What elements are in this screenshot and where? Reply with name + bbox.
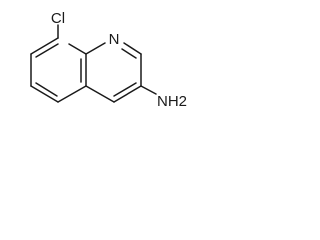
bond-n1-c2 [123, 42, 142, 55]
ring-nitrogen-label: N [109, 31, 120, 48]
bond-c3-c4-inner [113, 82, 137, 97]
bond-c8-c8a [68, 43, 87, 55]
bond-c5-c6-inner [35, 82, 58, 97]
amine-label: NH2 [157, 93, 187, 110]
bond-c8a-n1 [85, 42, 106, 55]
bond-c7-c8 [30, 37, 59, 55]
quinoline-structure-drawing: Cl N NH2 [30, 10, 187, 110]
chlorine-label: Cl [51, 10, 65, 27]
bond-c7-c8-inner [35, 43, 59, 58]
bond-c5-c6 [30, 85, 59, 103]
bond-c3-nh2 [140, 85, 157, 95]
bond-n1-c2-inner [121, 48, 137, 59]
bond-c3-c4 [113, 85, 142, 103]
bond-c4-c4a [85, 85, 115, 103]
bond-c4a-c5 [57, 85, 87, 103]
structure-canvas: Cl N NH2 [0, 0, 200, 140]
